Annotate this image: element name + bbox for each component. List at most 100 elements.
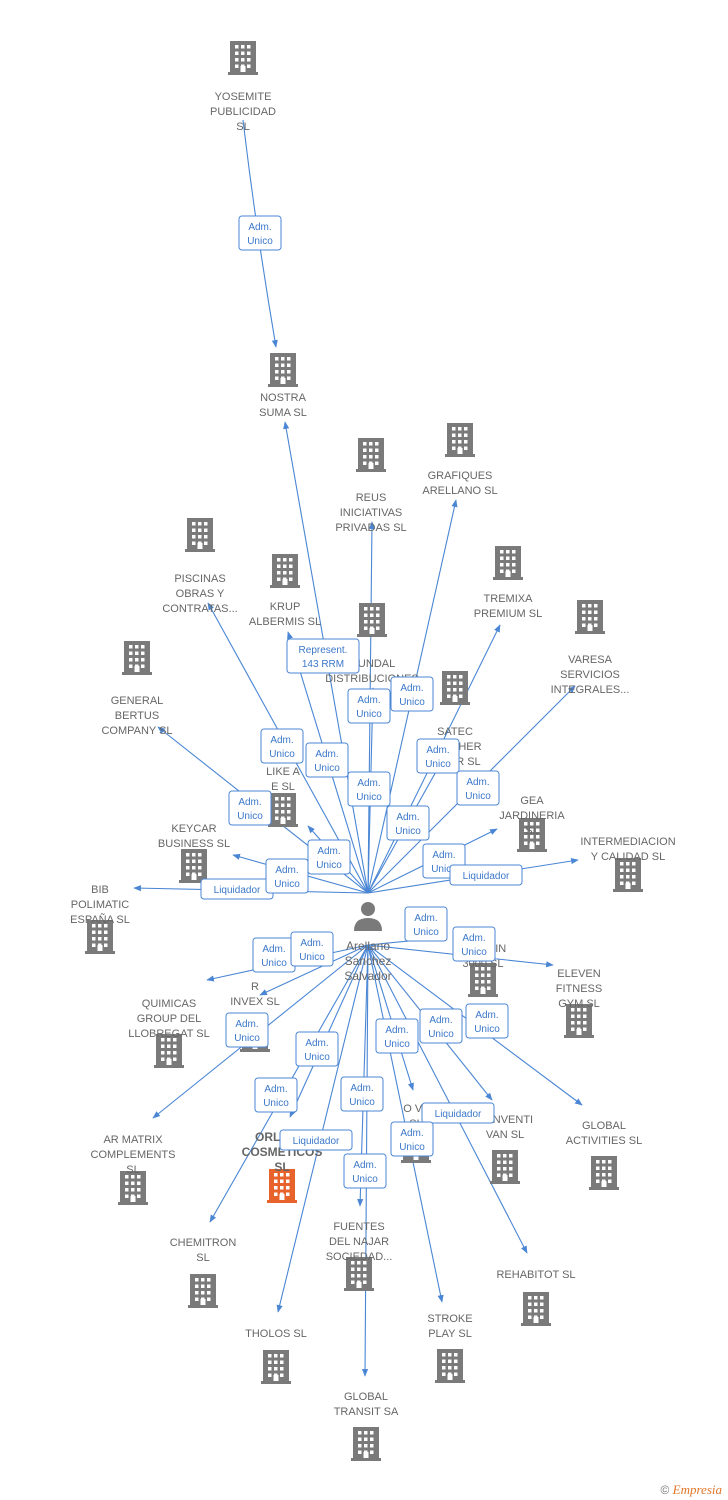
company-name-line: KEYCAR xyxy=(171,823,216,835)
relation-label-r24: Adm.Unico xyxy=(375,1018,419,1054)
company-name-line: COMPANY SL xyxy=(101,725,172,737)
copyright-icon: © xyxy=(660,1483,670,1497)
company-name-line: TRANSIT SA xyxy=(334,1406,399,1418)
building-icon xyxy=(179,849,209,883)
company-node-yosemite[interactable]: YOSEMITE PUBLICIDAD SL xyxy=(210,41,276,133)
company-name-line: PUBLICIDAD xyxy=(210,106,276,118)
relation-text: Liquidador xyxy=(435,1109,482,1120)
company-name-line: GENERAL xyxy=(111,695,164,707)
relation-label-r28: Adm.Unico xyxy=(340,1076,384,1112)
relation-text: Adm. xyxy=(357,695,380,706)
building-icon xyxy=(122,641,152,675)
relation-text: Adm. xyxy=(238,797,261,808)
edge-20 xyxy=(259,944,369,996)
company-name-line: FITNESS xyxy=(556,983,602,995)
relation-text: Unico xyxy=(425,759,451,770)
company-name-line: SL xyxy=(236,121,249,133)
company-name-line: YOSEMITE xyxy=(215,91,272,103)
company-name-line: CONTRATAS... xyxy=(162,603,237,615)
building-icon xyxy=(575,600,605,634)
company-node-like[interactable]: LIKE AE SL xyxy=(266,766,300,827)
company-name-line: SL xyxy=(196,1252,209,1264)
relation-text: Unico xyxy=(428,1029,454,1040)
relation-label-r30: Adm.Unico xyxy=(343,1153,387,1189)
company-node-varesa[interactable]: VARESASERVICIOSINTEGRALES... xyxy=(551,600,630,696)
relation-text: Adm. xyxy=(315,749,338,760)
company-name-line: GRAFIQUES xyxy=(428,470,493,482)
company-name-line: VARESA xyxy=(568,654,612,666)
relation-text: Unico xyxy=(234,1033,260,1044)
company-name-line: QUIMICAS xyxy=(142,998,196,1010)
relation-text: Unico xyxy=(384,1039,410,1050)
relation-label-r21: Adm.Unico xyxy=(465,1003,509,1039)
company-name-line: Y CALIDAD SL xyxy=(591,851,665,863)
company-node-rehabitot[interactable]: REHABITOT SL xyxy=(496,1269,576,1326)
edge-28 xyxy=(367,944,528,1254)
building-icon xyxy=(440,671,470,705)
relation-text: Unico xyxy=(237,811,263,822)
relation-text: Adm. xyxy=(414,913,437,924)
relation-text: Adm. xyxy=(353,1160,376,1171)
company-name-line: OBRAS Y xyxy=(176,588,225,600)
company-name-line: JARDINERIA xyxy=(499,810,565,822)
relation-label-r7: Adm.Unico xyxy=(347,771,391,807)
building-icon xyxy=(270,554,300,588)
company-name-line: REUS xyxy=(356,492,387,504)
relation-text: Adm. xyxy=(357,778,380,789)
company-node-chemitron[interactable]: CHEMITRON SL xyxy=(170,1237,237,1308)
building-icon xyxy=(268,793,298,827)
relation-label-r23: Adm.Unico xyxy=(295,1031,339,1067)
relation-label-r16: Adm.Unico xyxy=(265,858,309,894)
company-name-line: POLIMATIC xyxy=(71,899,130,911)
brand-logo[interactable]: Empresia xyxy=(672,1482,722,1497)
company-name-line: CHEMITRON xyxy=(170,1237,237,1249)
company-node-eleven[interactable]: ELEVEN FITNESS GYM SL xyxy=(556,968,602,1038)
building-icon xyxy=(468,963,498,997)
company-name-line: SOCIEDAD... xyxy=(326,1251,393,1263)
relation-text: Adm. xyxy=(396,812,419,823)
relation-text: Adm. xyxy=(432,850,455,861)
relation-label-r15: Liquidador xyxy=(449,864,523,886)
company-name-line: PRIVADAS SL xyxy=(335,522,406,534)
relation-text: Unico xyxy=(399,1142,425,1153)
company-name-line: ELEVEN xyxy=(557,968,600,980)
building-icon xyxy=(154,1034,184,1068)
relation-text: Adm. xyxy=(429,1015,452,1026)
relation-text: Liquidador xyxy=(463,871,510,882)
company-name-line: SL xyxy=(126,1164,139,1176)
relation-text: Liquidador xyxy=(214,885,261,896)
building-icon xyxy=(267,1169,297,1203)
building-icon xyxy=(564,1004,594,1038)
relation-label-r9: Adm.Unico xyxy=(456,770,500,806)
building-icon xyxy=(261,1350,291,1384)
relation-text: Unico xyxy=(263,1098,289,1109)
company-name-line: GROUP DEL xyxy=(137,1013,202,1025)
building-icon xyxy=(435,1349,465,1383)
company-name-line: E SL xyxy=(271,781,295,793)
company-name-line: TREMIXA xyxy=(484,593,534,605)
company-node-tholos[interactable]: THOLOS SL xyxy=(245,1328,307,1384)
company-name-line: GYM SL xyxy=(558,998,600,1010)
company-name-line: BIB xyxy=(91,884,109,896)
relation-text: Unico xyxy=(465,791,491,802)
